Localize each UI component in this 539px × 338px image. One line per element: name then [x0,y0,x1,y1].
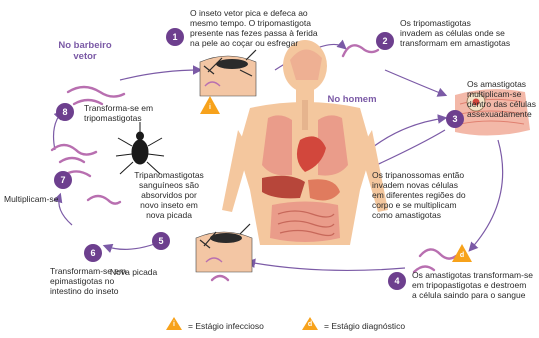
step-text-6: Transformam-se em epimastigotas no intes… [50,266,150,296]
trypomastigote-4a [420,249,456,258]
trypomastigote-8a [68,87,124,97]
liver [262,176,305,199]
arrow-4-5 [248,262,405,270]
epimastigote-7a [52,145,96,155]
legend-infective-letter: i [166,321,182,328]
step-badge-7: 7 [54,171,72,189]
infective-marker-letter: i [202,104,218,111]
step-badge-3: 3 [446,110,464,128]
step-text-7: Multiplicam-se [4,194,74,204]
epimastigote-6 [88,196,120,204]
step-text-2: Os tripomastigotas invadem as células on… [400,18,539,48]
step-badge-1: 1 [166,28,184,46]
step-badge-2: 2 [376,32,394,50]
legend-diagnostic-letter: d [302,321,318,328]
step-badge-6: 6 [84,244,102,262]
step-badge-5: 5 [152,232,170,250]
vector-title: No barbeiro vetor [48,40,122,62]
trypomastigote-5 [212,276,228,280]
note-absorbed: Tripanomastigotas sanguíneos são absorvi… [128,170,210,220]
kissing-bug [116,122,164,174]
bite-picture-bottom [196,224,252,272]
arrow-3-invade [370,130,445,168]
legend-infective-label: = Estágio infeccioso [188,321,288,331]
diagnostic-marker-letter: d [454,252,470,259]
step-text-8: Transforma-se em tripomastigotas [84,103,174,123]
epimastigote-7b [60,158,84,162]
bite-picture-top [200,50,256,96]
step-text-3: Os amastigotas multiplicam-se dentro das… [467,79,539,119]
legend-diagnostic-label: = Estágio diagnóstico [324,321,434,331]
note-invade-cells: Os tripanossomas então invadem novas cél… [372,170,492,220]
step-badge-8: 8 [56,103,74,121]
arrow-8-1 [120,70,200,80]
human-title: No homem [322,94,382,105]
step-badge-4: 4 [388,272,406,290]
step-text-1: O inseto vetor pica e defeca ao mesmo te… [190,8,350,48]
step-text-4: Os amastigotas transformam-se em tripopa… [412,270,539,300]
arrow-2-3 [385,70,445,95]
